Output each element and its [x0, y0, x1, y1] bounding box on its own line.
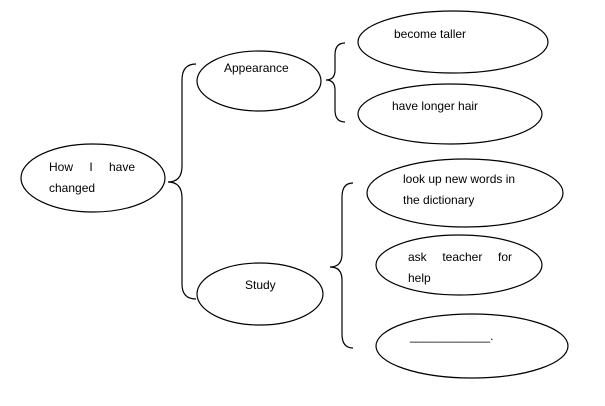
ask-teacher-node-shape — [375, 234, 543, 296]
become-taller-node-shape — [357, 10, 549, 74]
root-label-line-2: changed — [49, 181, 96, 195]
appearance-node-shape — [196, 50, 322, 112]
dictionary-label-line-2: the dictionary — [403, 193, 475, 207]
blank-node-shape — [375, 313, 569, 379]
blank-answer-label: ____________. — [410, 329, 494, 343]
appearance-node-label: Appearance — [224, 61, 289, 75]
dictionary-node-shape — [366, 158, 564, 228]
dictionary-label-line-1: look up new words in — [403, 172, 516, 186]
ask-teacher-label-line-2: help — [408, 271, 431, 285]
longer-hair-label: have longer hair — [392, 99, 479, 113]
root-label-line-1: How I have — [49, 160, 135, 174]
study-brace — [329, 182, 354, 349]
dictionary-node-label: look up new words in the dictionary — [403, 169, 515, 211]
root-brace — [167, 63, 197, 300]
study-node-shape — [196, 262, 324, 326]
root-node-label: How I have changed — [49, 157, 135, 199]
ask-teacher-label-line-1: ask teacher for — [408, 250, 512, 264]
become-taller-label: become taller — [394, 27, 467, 41]
ask-teacher-node-label: ask teacher for help — [408, 247, 512, 289]
root-node-shape — [20, 143, 166, 213]
longer-hair-node-shape — [357, 83, 543, 145]
appearance-brace — [325, 42, 346, 123]
study-node-label: Study — [245, 278, 276, 292]
